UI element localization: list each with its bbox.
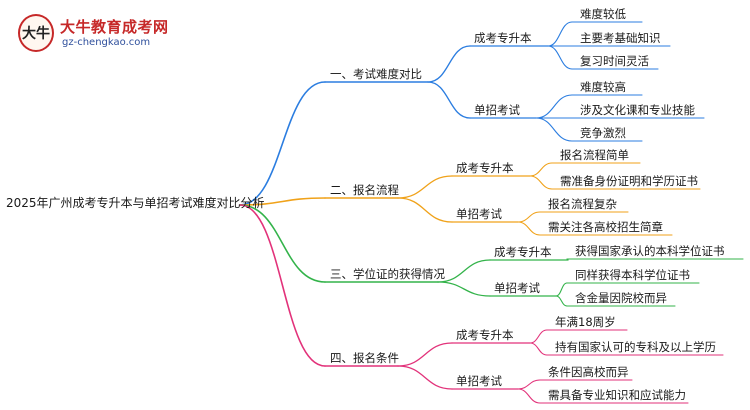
connector-l2: [427, 45, 471, 83]
leaf-topic: 难度较低: [580, 7, 626, 21]
connector-l1: [239, 204, 326, 283]
root-topic: 2025年广州成考专升本与单招考试难度对比分析: [6, 196, 265, 210]
brand-logo: 大牛 大牛教育成考网 gz-chengkao.com: [8, 12, 178, 56]
leaf-topic: 含金量因院校而异: [575, 291, 667, 305]
leaf-topic: 条件因高校而异: [548, 365, 629, 379]
connector-l2: [427, 81, 471, 119]
brand-name: 大牛教育成考网: [60, 18, 169, 36]
connector-l1: [239, 204, 326, 367]
leaf-topic: 难度较高: [580, 80, 626, 94]
leaf-topic: 主要考基础知识: [580, 31, 661, 45]
bull-logo-icon: 大牛: [18, 14, 54, 52]
branch-topic: 二、报名流程: [330, 183, 399, 197]
connector-l2: [397, 175, 453, 199]
brand-url: gz-chengkao.com: [62, 37, 151, 48]
subtopic: 单招考试: [456, 374, 502, 388]
leaf-topic: 年满18周岁: [555, 315, 616, 329]
connector-l3: [535, 117, 573, 142]
subtopic: 单招考试: [456, 207, 502, 221]
subtopic: 成考专升本: [474, 31, 532, 45]
subtopic: 成考专升本: [494, 245, 552, 259]
connector-l3: [517, 379, 541, 390]
leaf-topic: 报名流程复杂: [548, 197, 617, 211]
connector-l3: [529, 329, 548, 344]
connector-l3: [555, 295, 568, 307]
connector-l3: [517, 211, 541, 223]
connector-l1: [239, 197, 326, 206]
leaf-topic: 需具备专业知识和应试能力: [548, 388, 686, 402]
leaf-topic: 需关注各高校招生简章: [548, 220, 663, 234]
leaf-topic: 报名流程简单: [560, 148, 629, 162]
branch-topic: 三、学位证的获得情况: [330, 267, 445, 281]
connector-l2: [397, 365, 453, 390]
subtopic: 成考专升本: [456, 161, 514, 175]
connector-l3: [529, 342, 548, 356]
subtopic: 单招考试: [474, 103, 520, 117]
leaf-topic: 涉及文化课和专业技能: [580, 103, 695, 117]
subtopic: 成考专升本: [456, 328, 514, 342]
connector-l3: [529, 175, 553, 190]
connector-l3: [555, 282, 568, 297]
leaf-topic: 同样获得本科学位证书: [575, 268, 690, 282]
branch-topic: 四、报名条件: [330, 351, 399, 365]
connector-l2: [397, 342, 453, 367]
branch-topic: 一、考试难度对比: [330, 67, 422, 81]
connector-l3: [529, 162, 553, 177]
subtopic: 单招考试: [494, 281, 540, 295]
connector-l3: [535, 94, 573, 119]
leaf-topic: 需准备身份证明和学历证书: [560, 174, 698, 188]
connector-l3: [517, 388, 541, 404]
connector-l3: [547, 45, 573, 70]
connector-l2: [437, 281, 491, 297]
leaf-topic: 持有国家认可的专科及以上学历: [555, 340, 716, 354]
connector-l3: [517, 221, 541, 236]
connector-l2: [437, 259, 491, 283]
leaf-topic: 获得国家承认的本科学位证书: [575, 244, 725, 258]
connector-l1: [239, 81, 326, 206]
leaf-topic: 竞争激烈: [580, 126, 626, 140]
connector-l2: [397, 197, 453, 223]
connector-l3: [547, 21, 573, 47]
leaf-topic: 复习时间灵活: [580, 54, 649, 68]
